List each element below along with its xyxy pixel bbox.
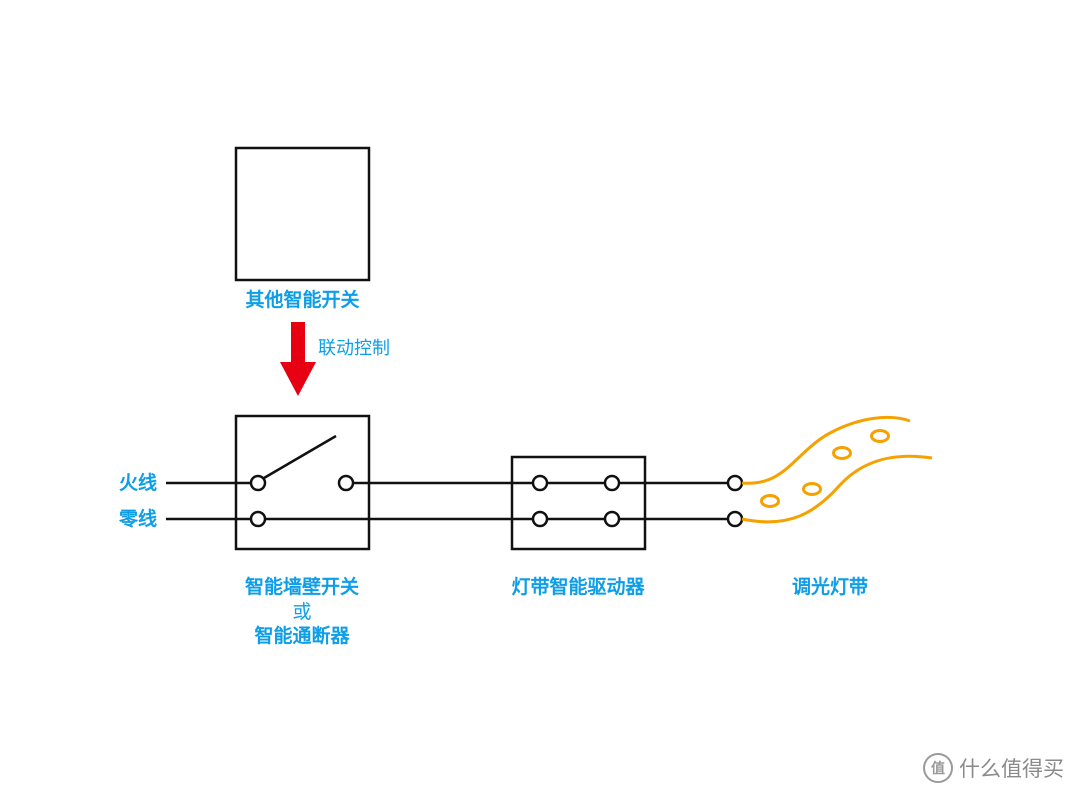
terminal <box>726 474 744 492</box>
switch-lever <box>263 434 337 480</box>
live-wire-label: 火线 <box>118 472 157 494</box>
watermark: 值 什么值得买 <box>923 753 1064 783</box>
watermark-text: 什么值得买 <box>959 757 1064 781</box>
linkage-control-label: 联动控制 <box>318 338 390 359</box>
driver-label: 灯带智能驱动器 <box>511 576 645 598</box>
other-switch-label: 其他智能开关 <box>245 289 360 311</box>
terminal <box>531 474 549 492</box>
terminal <box>337 474 355 492</box>
terminal <box>531 510 549 528</box>
terminal <box>249 474 267 492</box>
terminal <box>249 510 267 528</box>
wall-switch-or-label: 或 <box>292 601 312 623</box>
driver-box <box>510 455 647 551</box>
smart-breaker-label: 智能通断器 <box>254 625 350 647</box>
terminal <box>726 510 744 528</box>
terminal <box>603 510 621 528</box>
linkage-arrow-icon <box>280 322 316 396</box>
other-smart-switch-box <box>234 146 371 282</box>
terminal <box>603 474 621 492</box>
dimmable-strip-label: 调光灯带 <box>791 576 868 598</box>
terminals <box>249 474 744 528</box>
neutral-wire-label: 零线 <box>118 508 157 530</box>
wall-switch-label: 智能墙壁开关 <box>244 576 359 598</box>
led-strip-icon <box>741 415 933 524</box>
watermark-logo-icon: 值 <box>923 753 953 783</box>
